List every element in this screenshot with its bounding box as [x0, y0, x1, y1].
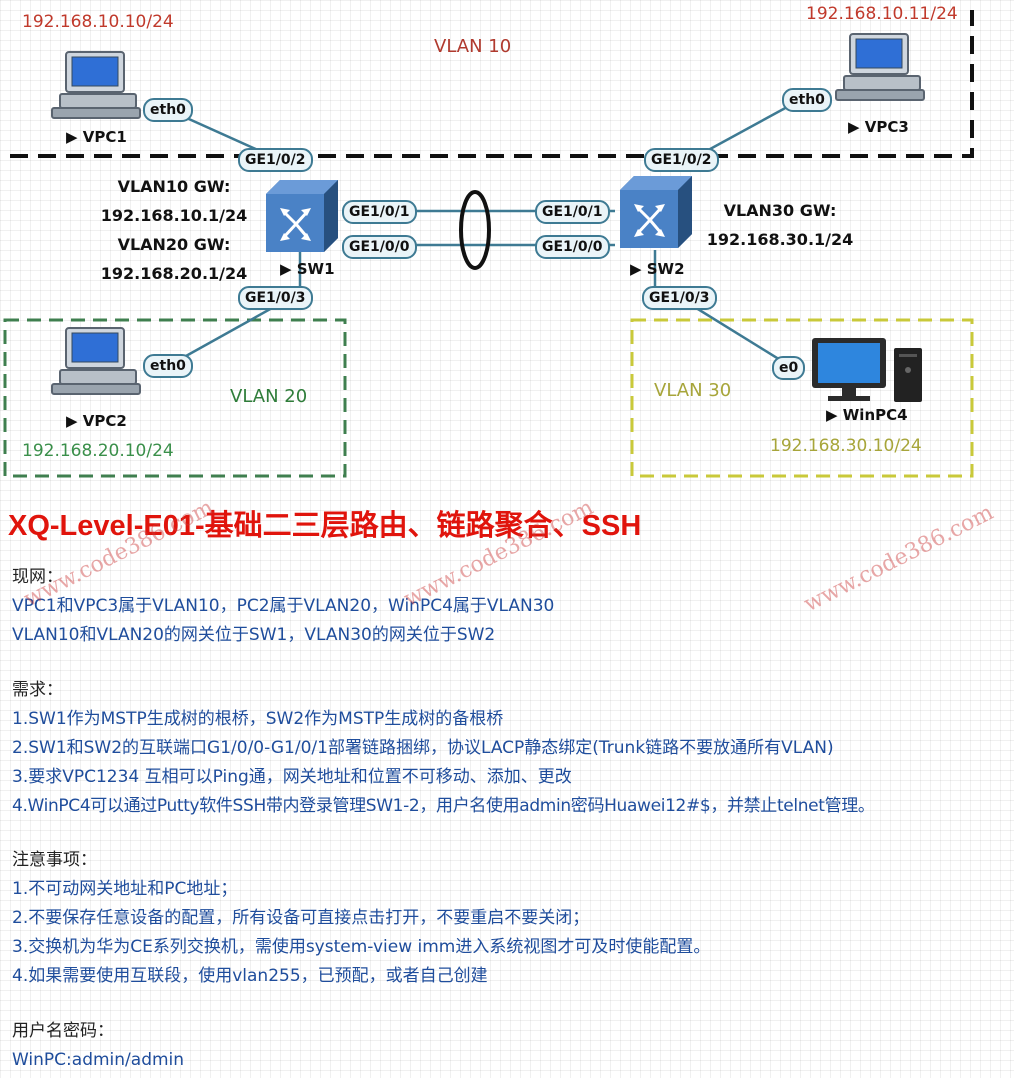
winpc4-icon: [812, 338, 922, 402]
vlan20-label: VLAN 20: [230, 386, 308, 407]
winpc4-port: e0: [772, 356, 806, 380]
sw2-port-ge100: GE1/0/0: [535, 235, 610, 259]
vpc2-icon: [51, 327, 141, 395]
section-line: 4.如果需要使用互联段，使用vlan255，已预配，或者自己创建: [12, 966, 488, 986]
section-line: 3.要求VPC1234 互相可以Ping通，网关地址和位置不可移动、添加、更改: [12, 767, 572, 787]
section-heading: 注意事项：: [12, 850, 97, 870]
sw1-port-ge100: GE1/0/0: [342, 235, 417, 259]
vlan20-boundary: [3, 318, 347, 478]
sw2-port-ge102: GE1/0/2: [644, 148, 719, 172]
sw2-icon: [618, 174, 694, 250]
sw2-gw-line: 192.168.30.1/24: [706, 230, 854, 249]
vpc1-port: eth0: [143, 98, 193, 122]
topology-diagram: [3, 10, 974, 478]
winpc4-ip: 192.168.30.10/24: [770, 436, 922, 456]
vlan30-boundary: [630, 318, 974, 478]
vlan10-label: VLAN 10: [434, 36, 512, 57]
section-notes: 注意事项： 1.不可动网关地址和PC地址； 2.不要保存任意设备的配置，所有设备…: [12, 846, 710, 991]
vpc1-name[interactable]: ▶ VPC1: [66, 128, 127, 146]
eth-trunk-oval: [459, 190, 491, 270]
section-line: WinPC:admin/admin: [12, 1050, 185, 1070]
vpc1-ip: 192.168.10.10/24: [22, 12, 174, 32]
sw2-name[interactable]: ▶ SW2: [630, 260, 685, 278]
section-heading: 用户名密码：: [12, 1021, 114, 1041]
watermark: www.code386.com: [800, 500, 998, 618]
winpc4-name[interactable]: ▶ WinPC4: [826, 406, 908, 424]
section-line: VLAN10和VLAN20的网关位于SW1，VLAN30的网关位于SW2: [12, 625, 496, 645]
section-requirements: 需求： 1.SW1作为MSTP生成树的根桥，SW2作为MSTP生成树的备根桥 2…: [12, 676, 875, 821]
section-line: 2.SW1和SW2的互联端口G1/0/0-G1/0/1部署链路捆绑，协议LACP…: [12, 738, 834, 758]
vpc3-ip: 192.168.10.11/24: [806, 4, 958, 24]
vpc2-port: eth0: [143, 354, 193, 378]
sw1-gw-line: VLAN20 GW:: [117, 235, 231, 254]
vlan10-boundary: [10, 10, 974, 158]
section-line: VPC1和VPC3属于VLAN10，PC2属于VLAN20，WinPC4属于VL…: [12, 596, 555, 616]
section-heading: 现网：: [12, 567, 63, 587]
section-line: 1.不可动网关地址和PC地址；: [12, 879, 238, 899]
sw2-gw-line: VLAN30 GW:: [723, 201, 837, 220]
section-line: 2.不要保存任意设备的配置，所有设备可直接点击打开，不要重启不要关闭；: [12, 908, 590, 928]
vpc2-name[interactable]: ▶ VPC2: [66, 412, 127, 430]
section-line: 1.SW1作为MSTP生成树的根桥，SW2作为MSTP生成树的备根桥: [12, 709, 504, 729]
vlan30-label: VLAN 30: [654, 380, 732, 401]
sw2-port-ge101: GE1/0/1: [535, 200, 610, 224]
sw1-gw-line: VLAN10 GW:: [117, 177, 231, 196]
sw2-port-ge103: GE1/0/3: [642, 286, 717, 310]
sw1-gateway-info: VLAN10 GW: 192.168.10.1/24 VLAN20 GW: 19…: [100, 172, 248, 288]
vpc3-name[interactable]: ▶ VPC3: [848, 118, 909, 136]
sw1-port-ge103: GE1/0/3: [238, 286, 313, 310]
section-line: 3.交换机为华为CE系列交换机，需使用system-view imm进入系统视图…: [12, 937, 711, 957]
section-line: 4.WinPC4可以通过Putty软件SSH带内登录管理SW1-2，用户名使用a…: [12, 796, 875, 816]
section-heading: 需求：: [12, 680, 63, 700]
sw1-port-ge101: GE1/0/1: [342, 200, 417, 224]
sw1-icon: [264, 178, 340, 254]
sw1-gw-line: 192.168.10.1/24: [100, 206, 248, 225]
sw2-gateway-info: VLAN30 GW: 192.168.30.1/24: [700, 196, 860, 254]
sw1-port-ge102: GE1/0/2: [238, 148, 313, 172]
section-current: 现网： VPC1和VPC3属于VLAN10，PC2属于VLAN20，WinPC4…: [12, 563, 554, 650]
sw1-gw-line: 192.168.20.1/24: [100, 264, 248, 283]
vpc1-icon: [51, 51, 141, 119]
page-title: XQ-Level-E01-基础二三层路由、链路聚合、SSH: [8, 510, 642, 542]
vpc3-port: eth0: [782, 88, 832, 112]
vpc2-ip: 192.168.20.10/24: [22, 441, 174, 461]
sw1-name[interactable]: ▶ SW1: [280, 260, 335, 278]
section-credentials: 用户名密码： WinPC:admin/admin: [12, 1017, 184, 1075]
vpc3-icon: [835, 33, 925, 101]
